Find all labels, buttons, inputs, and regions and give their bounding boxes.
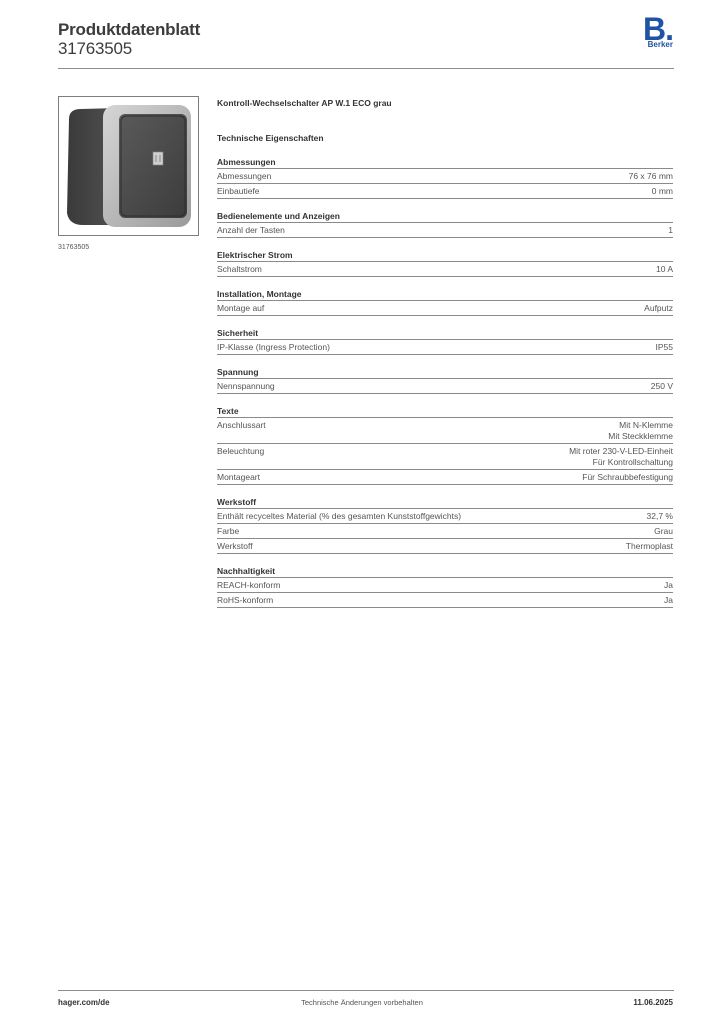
spec-value-line: IP55 [655,342,674,352]
spec-label: Anschlussart [217,420,266,430]
footer-divider [58,990,674,991]
header-divider [58,68,674,69]
spec-row: Farbe Grau [217,524,673,539]
image-caption: 31763505 [58,244,90,251]
section-title: Spannung [217,366,673,379]
logo-letter: B. [643,11,674,47]
footer-date: 11.06.2025 [633,998,673,1007]
product-image [58,96,199,236]
spec-row: Enthält recyceltes Material (% des gesam… [217,509,673,524]
spec-value-line: Aufputz [644,303,673,313]
spec-label: Anzahl der Tasten [217,225,285,235]
spec-value-line: Ja [664,595,673,605]
spec-value-line: Für Kontrollschaltung [592,457,673,467]
spec-value: 32,7 % [647,511,673,522]
spec-value-line: Ja [664,580,673,590]
spec-label: Montage auf [217,303,265,313]
spec-table: Kontroll-Wechselschalter AP W.1 ECO grau… [217,96,673,619]
document-title: Produktdatenblatt [58,20,201,39]
spec-label: Schaltstrom [217,264,262,274]
spec-value: 76 x 76 mm [629,171,673,182]
footer-disclaimer: Technische Änderungen vorbehalten [301,998,423,1007]
spec-label: Montageart [217,472,260,482]
document-number: 31763505 [58,39,133,58]
spec-value-line: 250 V [650,381,673,391]
spec-row: IP-Klasse (Ingress Protection) IP55 [217,340,673,355]
spec-value: 1 [668,225,673,236]
spec-row: Abmessungen 76 x 76 mm [217,169,673,184]
spec-row: Anzahl der Tasten 1 [217,223,673,238]
spec-value-line: Mit roter 230-V-LED-Einheit [569,446,673,456]
spec-value: Aufputz [644,303,673,314]
spec-value: Ja [664,580,673,591]
product-name: Kontroll-Wechselschalter AP W.1 ECO grau [217,98,392,108]
spec-value: 10 A [656,264,673,275]
spec-value: 0 mm [652,186,673,197]
spec-value-line: 10 A [655,264,673,274]
section-title: Abmessungen [217,156,673,169]
spec-value-line: 1 [668,225,673,235]
berker-logo: B. Berker [639,11,674,53]
spec-value-line: Thermoplast [625,541,673,551]
spec-label: Einbautiefe [217,186,260,196]
spec-row: RoHS-konform Ja [217,593,673,608]
spec-value-line: 32,7 % [646,511,673,521]
spec-value: Für Schraubbefestigung [582,472,673,483]
spec-label: RoHS-konform [217,595,274,605]
logo-text: Berker [647,40,673,49]
spec-value-line: Mit N-Klemme [619,420,673,430]
section-title: Elektrischer Strom [217,249,673,262]
properties-heading: Technische Eigenschaften [217,133,324,143]
spec-label: Nennspannung [217,381,275,391]
spec-row: Werkstoff Thermoplast [217,539,673,554]
section-title: Sicherheit [217,327,673,340]
spec-row: Schaltstrom 10 A [217,262,673,277]
section-title: Bedienelemente und Anzeigen [217,210,673,223]
section-title: Nachhaltigkeit [217,565,673,578]
spec-row: Montage auf Aufputz [217,301,673,316]
spec-value-line: 76 x 76 mm [628,171,673,181]
spec-label: REACH-konform [217,580,281,590]
spec-value-line: Für Schraubbefestigung [582,472,673,482]
spec-value: 250 V [651,381,673,392]
spec-value-line: Grau [654,526,673,536]
switch-illustration [67,105,191,227]
spec-label: Enthält recyceltes Material (% des gesam… [217,511,462,521]
spec-label: Abmessungen [217,171,272,181]
section-title: Installation, Montage [217,288,673,301]
spec-row: REACH-konform Ja [217,578,673,593]
footer-website: hager.com/de [58,998,110,1007]
spec-label: Farbe [217,526,240,536]
spec-value-line: Mit Steckklemme [608,431,673,441]
spec-label: Beleuchtung [217,446,265,456]
section-title: Texte [217,405,673,418]
spec-value-line: 0 mm [651,186,673,196]
spec-row: Einbautiefe 0 mm [217,184,673,199]
spec-row: Nennspannung 250 V [217,379,673,394]
spec-value: Grau [654,526,673,537]
spec-label: IP-Klasse (Ingress Protection) [217,342,330,352]
spec-value: Ja [664,595,673,606]
spec-value: Thermoplast [626,541,673,552]
section-title: Werkstoff [217,496,673,509]
spec-label: Werkstoff [217,541,253,551]
spec-value: IP55 [656,342,674,353]
spec-row: Montageart Für Schraubbefestigung [217,470,673,485]
